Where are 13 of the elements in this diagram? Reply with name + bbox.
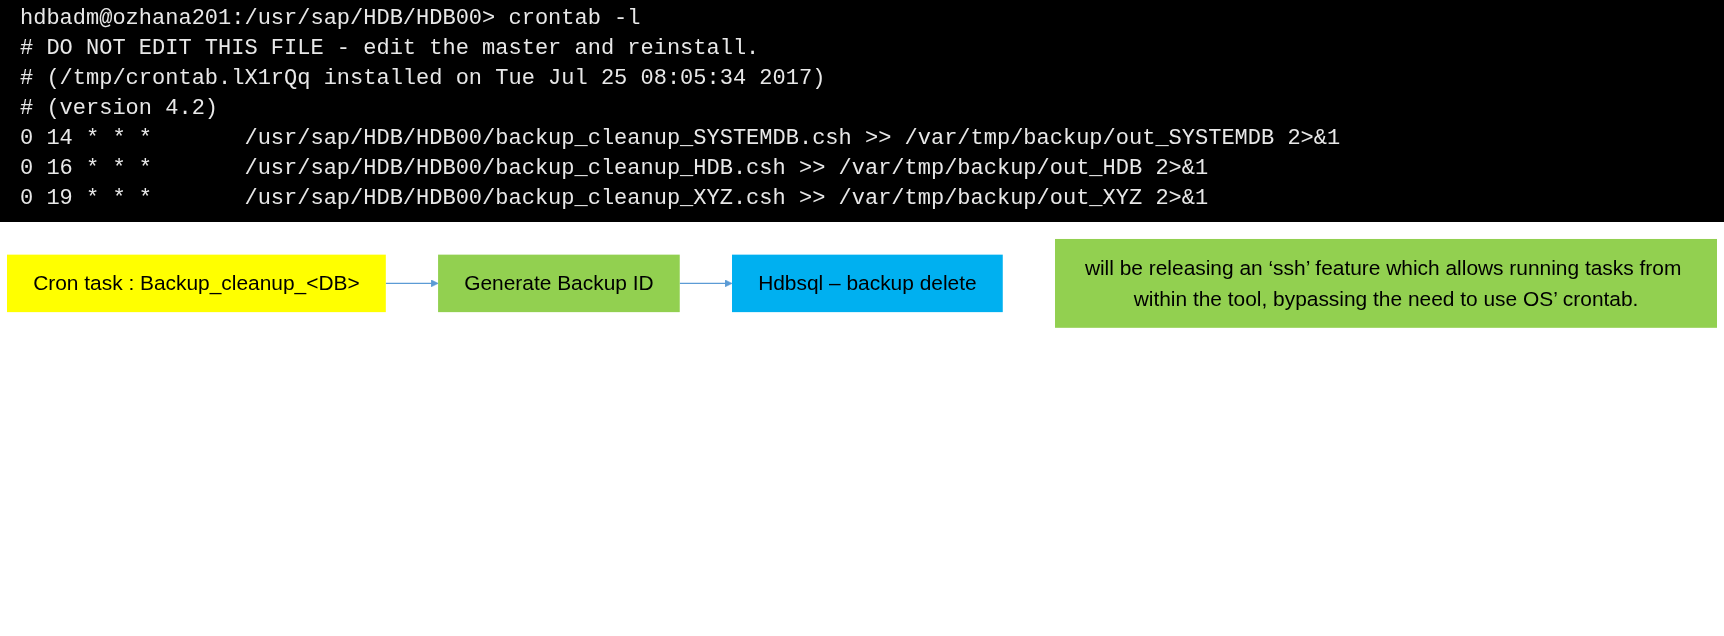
arrow bbox=[679, 279, 733, 288]
terminal-line: # (version 4.2) bbox=[20, 95, 220, 123]
terminal-line: 0 14 * * * /usr/sap/HDB/HDB00/backup_cleanup_SYSTEMDB.csh >> /var/tmp/backup/out_SYSTEMDB 2>&1 bbox=[20, 125, 1342, 153]
node-box: Hdbsql – backup delete bbox=[732, 254, 1003, 313]
terminal-line: # DO NOT EDIT THIS FILE - edit the master and reinstall. bbox=[20, 35, 761, 63]
node-box: Cron task : Backup_cleanup_<DB> bbox=[7, 254, 386, 313]
node-box: will be releasing an ‘ssh’ feature which allows running tasks from within the tool, bypassing the need to use OS’ crontab. bbox=[1055, 238, 1717, 328]
arrow bbox=[385, 279, 439, 288]
terminal-line: hdbadm@ozhana201:/usr/sap/HDB/HDB00> crontab -l bbox=[20, 5, 642, 33]
node-box: Generate Backup ID bbox=[438, 254, 680, 313]
terminal-line: # (/tmp/crontab.lX1rQq installed on Tue Jul 25 08:05:34 2017) bbox=[20, 65, 827, 93]
terminal-line: 0 19 * * * /usr/sap/HDB/HDB00/backup_cleanup_XYZ.csh >> /var/tmp/backup/out_XYZ 2>&1 bbox=[20, 185, 1210, 213]
terminal-line: 0 16 * * * /usr/sap/HDB/HDB00/backup_cleanup_HDB.csh >> /var/tmp/backup/out_HDB 2>&1 bbox=[20, 155, 1210, 183]
